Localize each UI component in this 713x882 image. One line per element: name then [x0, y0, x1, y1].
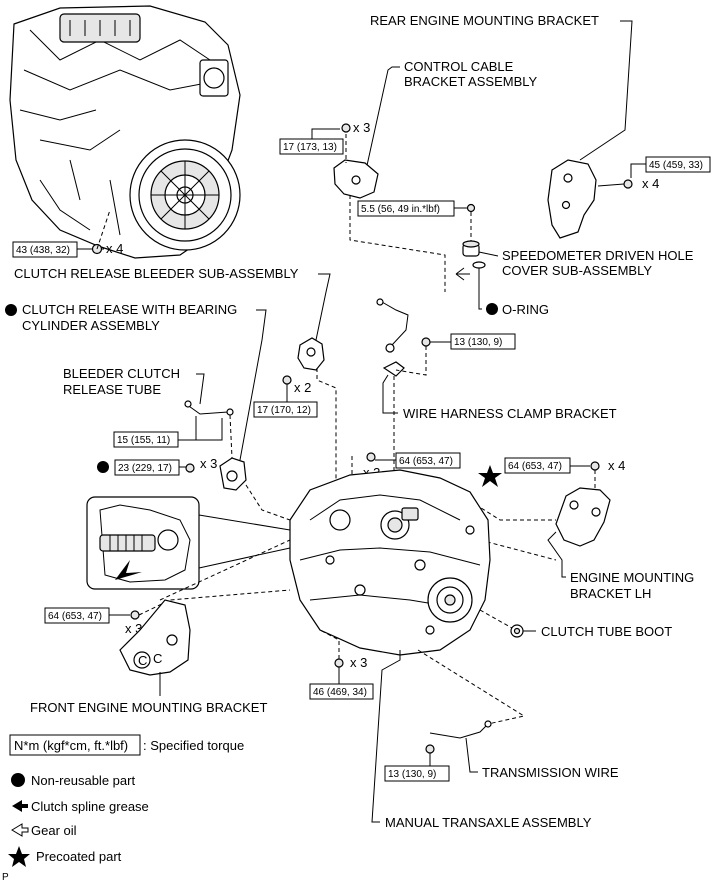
label-clutch-tube-boot: CLUTCH TUBE BOOT — [541, 624, 672, 639]
torque-13-130-9-top: 13 (130, 9) — [454, 337, 502, 348]
torque-15-155-11: 15 (155, 11) — [117, 435, 170, 446]
torque-17-170-12: 17 (170, 12) — [257, 405, 311, 416]
spline-detail-callout — [86, 496, 291, 590]
label-clutch-release-cyl-1: CLUTCH RELEASE WITH BEARING — [22, 302, 237, 317]
label-o-ring: O-RING — [502, 302, 549, 317]
count-x3-cyl: x 3 — [200, 456, 217, 471]
label-wire-harness-clamp: WIRE HARNESS CLAMP BRACKET — [403, 406, 617, 421]
label-control-cable-2: BRACKET ASSEMBLY — [404, 74, 538, 89]
label-engine-mounting-lh-1: ENGINE MOUNTING — [570, 570, 694, 585]
legend-precoated: Precoated part — [36, 849, 122, 864]
non-reusable-dot-icon — [11, 773, 25, 787]
torque-13-130-9-bottom: 13 (130, 9) — [388, 769, 436, 780]
spline-detail-c1: C — [138, 653, 147, 668]
torque-64-653-47-left: 64 (653, 47) — [48, 611, 102, 622]
torque-43-438-32: 43 (438, 32) — [16, 245, 70, 256]
torque-46-469-34: 46 (469, 34) — [313, 687, 367, 698]
label-manual-transaxle: MANUAL TRANSAXLE ASSEMBLY — [385, 815, 592, 830]
legend-gear-oil: Gear oil — [31, 823, 77, 838]
precoated-star-right — [478, 465, 502, 487]
wire-harness-clamp-bracket: 13 (130, 9) WIRE HARNESS CLAMP BRACKET — [376, 298, 617, 515]
label-control-cable-1: CONTROL CABLE — [404, 59, 514, 74]
label-bleeder-tube-1: BLEEDER CLUTCH — [63, 366, 180, 381]
front-engine-mounting-bracket: 64 (653, 47) x 3 C C FRONT ENGINE MOUNTI… — [30, 539, 291, 715]
label-rear-engine-mounting: REAR ENGINE MOUNTING BRACKET — [370, 13, 599, 28]
grease-arrow-icon — [115, 560, 142, 580]
legend-non-reusable: Non-reusable part — [31, 773, 135, 788]
label-speedometer-2: COVER SUB-ASSEMBLY — [502, 263, 652, 278]
rear-engine-mounting-bracket: REAR ENGINE MOUNTING BRACKET 45 (459, 33… — [370, 13, 711, 239]
bleeder-clutch-tube: BLEEDER CLUTCH RELEASE TUBE 15 (155, 11) — [63, 366, 234, 459]
control-cable-bracket: CONTROL CABLE BRACKET ASSEMBLY 17 (173, … — [279, 59, 538, 292]
legend-torque-desc: : Specified torque — [143, 738, 244, 753]
speedometer-cover: 5.5 (56, 49 in.*lbf) SPEEDOMETER DRIVEN … — [357, 200, 694, 317]
legend: N*m (kgf*cm, ft.*lbf) : Specified torque… — [2, 734, 244, 882]
torque-45-459-33: 45 (459, 33) — [649, 160, 703, 171]
label-speedometer-1: SPEEDOMETER DRIVEN HOLE — [502, 248, 694, 263]
torque-64-653-47-mid: 64 (653, 47) — [399, 456, 453, 467]
non-reusable-dot-torque — [97, 461, 109, 473]
torque-23-229-17: 23 (229, 17) — [118, 463, 172, 474]
count-x4-left: x 4 — [106, 241, 123, 256]
bottom-bolts: x 3 46 (469, 34) — [309, 629, 374, 700]
label-bleeder-tube-2: RELEASE TUBE — [63, 382, 161, 397]
clutch-release-cylinder: CLUTCH RELEASE WITH BEARING CYLINDER ASS… — [5, 302, 291, 521]
legend-clutch-spline-grease: Clutch spline grease — [31, 799, 149, 814]
star-icon — [8, 846, 30, 867]
torque-64-653-47-right: 64 (653, 47) — [508, 461, 562, 472]
manual-transaxle-assembly: MANUAL TRANSAXLE ASSEMBLY — [289, 469, 592, 830]
label-clutch-release-cyl-2: CYLINDER ASSEMBLY — [22, 318, 160, 333]
engine-mounting-bracket-lh: 64 (653, 47) x 4 ENGINE MOUNTING BRACKET… — [439, 457, 694, 601]
count-x3-bottom: x 3 — [350, 655, 367, 670]
corner-mark: P — [2, 872, 9, 882]
label-front-engine-mounting: FRONT ENGINE MOUNTING BRACKET — [30, 700, 267, 715]
count-x3-control: x 3 — [353, 120, 370, 135]
label-engine-mounting-lh-2: BRACKET LH — [570, 586, 651, 601]
count-x4-right: x 4 — [608, 458, 625, 473]
engine-bolts: 43 (438, 32) x 4 — [12, 209, 123, 258]
clutch-tube-boot: CLUTCH TUBE BOOT — [479, 609, 672, 639]
label-clutch-release-bleeder: CLUTCH RELEASE BLEEDER SUB-ASSEMBLY — [14, 266, 299, 281]
non-reusable-dot-oring — [486, 303, 498, 315]
outline-arrow-icon — [11, 823, 29, 837]
filled-arrow-icon — [12, 800, 28, 812]
label-transmission-wire: TRANSMISSION WIRE — [482, 765, 619, 780]
transmission-wire: 13 (130, 9) TRANSMISSION WIRE — [384, 649, 619, 782]
legend-torque-sample: N*m (kgf*cm, ft.*lbf) — [14, 738, 128, 753]
count-x4-rear: x 4 — [642, 176, 659, 191]
engine-illustration — [9, 5, 241, 259]
spline-detail-c2: C — [153, 651, 162, 666]
count-x2-bleeder: x 2 — [294, 380, 311, 395]
clutch-release-bleeder: CLUTCH RELEASE BLEEDER SUB-ASSEMBLY x 2 … — [14, 266, 337, 500]
torque-17-173-13: 17 (173, 13) — [283, 142, 337, 153]
torque-5-5: 5.5 (56, 49 in.*lbf) — [361, 204, 440, 215]
non-reusable-dot-cylinder — [5, 304, 17, 316]
